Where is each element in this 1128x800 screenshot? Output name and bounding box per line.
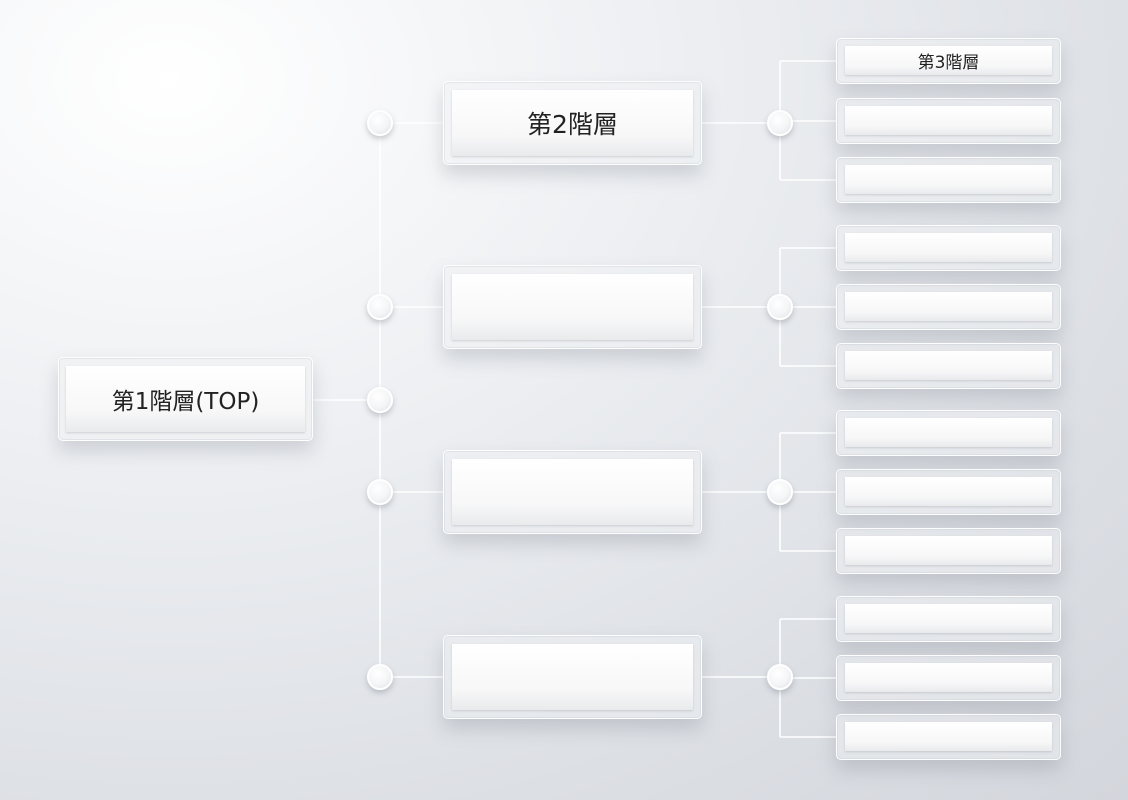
connector-node (367, 294, 393, 320)
connector-node (767, 110, 793, 136)
level3-label (845, 477, 1052, 506)
level2-label (452, 459, 693, 525)
level2-node-1: 第2階層 (443, 81, 702, 165)
level3-node (836, 225, 1061, 271)
level3-node (836, 469, 1061, 515)
level2-node-4 (443, 635, 702, 719)
level3-label (845, 604, 1052, 633)
level2-node-3 (443, 450, 702, 534)
level2-label (452, 274, 693, 340)
level3-label (845, 418, 1052, 447)
level3-label (845, 106, 1052, 135)
level2-label (452, 644, 693, 710)
level3-label (845, 536, 1052, 565)
level1-label: 第1階層(TOP) (66, 366, 305, 432)
level2-node-2 (443, 265, 702, 349)
connector-node (367, 479, 393, 505)
connector-node (767, 479, 793, 505)
connector-node (367, 387, 393, 413)
level3-label (845, 233, 1052, 262)
connector-node (767, 664, 793, 690)
level3-node (836, 98, 1061, 144)
connector-node (367, 110, 393, 136)
connector-node (767, 294, 793, 320)
level3-node (836, 343, 1061, 389)
connector-node (367, 664, 393, 690)
level2-label: 第2階層 (452, 90, 693, 156)
level3-node: 第3階層 (836, 38, 1061, 84)
level3-label: 第3階層 (845, 46, 1052, 75)
level3-node (836, 596, 1061, 642)
level3-label (845, 663, 1052, 692)
level3-label (845, 165, 1052, 194)
level3-node (836, 528, 1061, 574)
level3-label (845, 722, 1052, 751)
level3-label (845, 292, 1052, 321)
level3-node (836, 157, 1061, 203)
level3-node (836, 410, 1061, 456)
level1-node: 第1階層(TOP) (58, 357, 313, 441)
level3-label (845, 351, 1052, 380)
level3-node (836, 284, 1061, 330)
level3-node (836, 714, 1061, 760)
level3-node (836, 655, 1061, 701)
